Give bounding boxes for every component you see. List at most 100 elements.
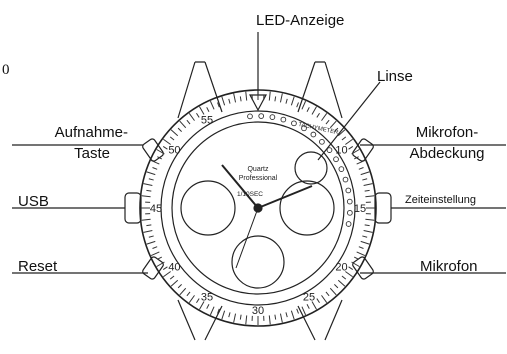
- bezel-tick: [146, 190, 151, 191]
- bezel-tick: [365, 225, 370, 226]
- band-bottom-left: [178, 300, 222, 340]
- bezel-tick: [229, 99, 230, 104]
- bezel-tick: [178, 284, 182, 288]
- bezel-number: 45: [150, 203, 162, 215]
- bezel-tick: [317, 113, 320, 117]
- bezel-tick: [321, 113, 326, 120]
- bezel-tick: [170, 276, 174, 279]
- bezel-tick: [163, 146, 167, 149]
- bezel-tick: [365, 196, 374, 197]
- band-top-right: [298, 62, 342, 118]
- lens-ring: [295, 152, 327, 184]
- label-record-2: Taste: [18, 145, 110, 162]
- bezel-tick: [170, 137, 174, 140]
- bezel-tick: [246, 92, 247, 101]
- lens-dot: [311, 132, 316, 137]
- bezel-tick: [189, 295, 194, 302]
- label-record-1: Aufnahme-: [18, 124, 128, 141]
- bezel-tick: [365, 190, 370, 191]
- bezel-tick: [307, 107, 309, 111]
- bezel-tick: [149, 179, 154, 180]
- bezel-number: 35: [201, 291, 213, 303]
- label-time-setting: Zeiteinstellung: [405, 194, 476, 207]
- bezel-tick: [163, 267, 167, 270]
- bezel-tick: [147, 172, 156, 175]
- bezel-number: 40: [168, 262, 180, 274]
- label-mic-cover-1: Mikrofon-: [392, 124, 502, 141]
- bezel-tick: [222, 97, 225, 106]
- bezel-tick: [149, 236, 154, 237]
- bezel-tick: [302, 101, 306, 109]
- bezel-tick: [280, 94, 282, 103]
- bezel-tick: [171, 280, 178, 286]
- bezel-tick: [286, 312, 287, 317]
- bezel-tick: [171, 130, 178, 136]
- bezel-tick: [361, 172, 370, 175]
- lens-dot: [343, 177, 348, 182]
- bezel-tick: [354, 257, 358, 259]
- bezel-tick: [291, 97, 294, 106]
- bezel-tick: [362, 236, 367, 237]
- lens-dot: [270, 115, 275, 120]
- bezel-tick: [222, 311, 225, 320]
- bezel-tick: [326, 120, 329, 124]
- bezel-tick: [349, 267, 353, 270]
- lens-dot: [248, 114, 253, 119]
- bezel-tick: [321, 295, 326, 302]
- dial-subtext: 1/10SEC: [237, 191, 263, 198]
- bezel-tick: [157, 257, 161, 259]
- bezel-tick: [349, 146, 353, 149]
- bezel-tick: [275, 315, 276, 320]
- bezel-number: 50: [168, 144, 180, 156]
- lens-dot: [347, 210, 352, 215]
- bezel-tick: [144, 184, 153, 186]
- bezel-number: 25: [303, 291, 315, 303]
- bezel-tick: [362, 179, 367, 180]
- bezel-tick: [178, 128, 182, 132]
- band-top-left: [178, 62, 222, 118]
- bezel-tick: [240, 315, 241, 320]
- bezel-tick: [365, 219, 374, 220]
- bezel-tick: [180, 288, 186, 295]
- bezel-tick: [357, 252, 365, 256]
- bezel-tick: [275, 96, 276, 101]
- bezel-tick: [210, 101, 214, 109]
- bezel-tick: [359, 247, 364, 249]
- bezel-tick: [153, 168, 158, 170]
- label-lens: Linse: [377, 68, 413, 85]
- bezel-tick: [307, 304, 309, 308]
- bezel-tick: [187, 120, 190, 124]
- bezel-number: 10: [335, 144, 347, 156]
- lens-dot: [339, 167, 344, 172]
- bezel-tick: [330, 288, 336, 295]
- bezel-tick: [334, 284, 338, 288]
- dial-brand-1: Quartz: [247, 166, 269, 173]
- bezel-tick: [189, 113, 194, 120]
- bezel-tick: [359, 168, 364, 170]
- lens-dot: [346, 188, 351, 193]
- bezel-tick: [151, 252, 159, 256]
- bezel-tick: [269, 92, 270, 101]
- lens-dot: [327, 148, 332, 153]
- bezel-tick: [229, 312, 230, 317]
- bezel-tick: [142, 196, 151, 197]
- bezel-tick: [338, 280, 345, 286]
- bezel-tick: [180, 121, 186, 128]
- lens-dot: [334, 157, 339, 162]
- lens-dot: [346, 222, 351, 227]
- bezel-tick: [330, 121, 336, 128]
- crown-left: [125, 193, 141, 223]
- bezel-tick: [234, 94, 236, 103]
- bezel-tick: [269, 315, 270, 324]
- band-bottom-right: [298, 300, 342, 340]
- bezel-tick: [364, 184, 373, 186]
- bezel-tick: [317, 299, 320, 303]
- lens-dot: [320, 139, 325, 144]
- bezel-tick: [196, 299, 199, 303]
- lens-dot: [347, 199, 352, 204]
- bezel-tick: [280, 314, 282, 323]
- bezel-tick: [326, 292, 329, 296]
- bezel-tick: [246, 315, 247, 324]
- bezel-tick: [297, 309, 299, 314]
